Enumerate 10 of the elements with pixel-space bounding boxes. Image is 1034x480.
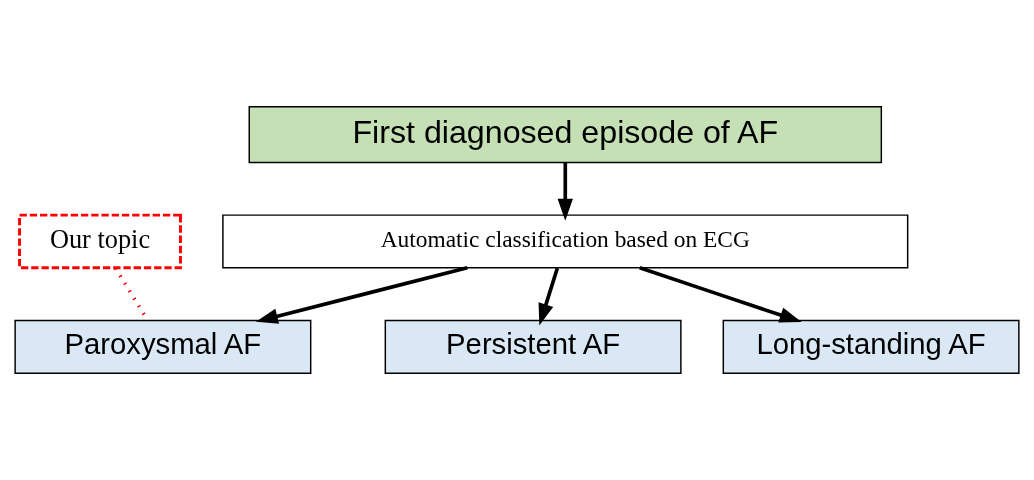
node-box: Automatic classification based on ECG xyxy=(222,214,909,269)
node-box: Persistent AF xyxy=(384,319,682,374)
node-box: Our topic xyxy=(18,213,182,270)
node-box: Long-standing AF xyxy=(722,319,1020,374)
arrow xyxy=(255,266,468,324)
arrow xyxy=(557,162,573,221)
arrow xyxy=(639,266,802,323)
node-box: First diagnosed episode of AF xyxy=(248,106,883,164)
node-box: Paroxysmal AF xyxy=(14,319,312,374)
arrow xyxy=(538,267,560,326)
